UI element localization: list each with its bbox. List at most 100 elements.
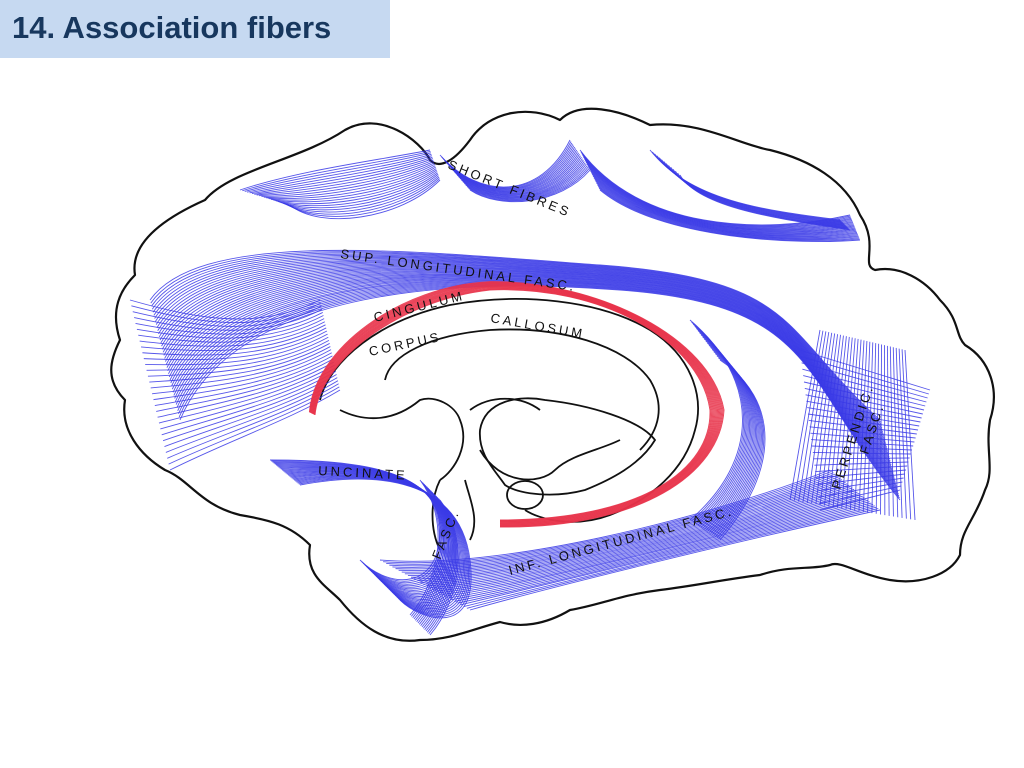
inf-longitudinal-fibre <box>469 509 881 611</box>
frontal-fan-fibre <box>136 315 324 339</box>
perpendicular-fibre <box>815 465 908 473</box>
uncinate-fibre <box>413 483 443 620</box>
frontal-fan-fibre <box>142 327 327 356</box>
uncinate-fibre <box>412 482 442 618</box>
inf-longitudinal-fibre <box>463 506 877 607</box>
frontal-fan-fibre <box>158 364 335 424</box>
short-fibre <box>239 149 431 191</box>
inf-longitudinal-fibre <box>411 483 848 578</box>
cingulum-fibre <box>309 281 724 527</box>
sup-longitudinal-fibre <box>161 267 889 454</box>
thalamus-outline <box>479 397 657 496</box>
frontal-fan-fibre <box>139 321 326 347</box>
lateral-ventricle-outline <box>384 328 660 451</box>
short-fibre <box>443 144 574 190</box>
perpendicular-fibre <box>812 451 911 455</box>
cingulum-tract <box>308 281 725 528</box>
short-fibre <box>465 165 588 200</box>
uncinate-fibre <box>421 491 451 628</box>
cingulum-fibre <box>314 288 712 522</box>
short-fibre <box>584 160 853 230</box>
perpendicular-fibre <box>798 331 827 502</box>
short-fibre <box>469 169 591 203</box>
short-fibre <box>275 171 438 207</box>
inf-longitudinal-fibre <box>457 504 874 604</box>
short-fibre <box>251 156 433 195</box>
frontal-fan-fibre <box>134 308 323 331</box>
short-fibre <box>590 170 856 234</box>
sup-longitudinal-fibre <box>165 271 892 464</box>
perpendicular-fibre <box>895 347 903 518</box>
inf-longitudinal-fibre <box>442 497 865 595</box>
perpendicular-fibre <box>818 481 903 498</box>
uncinate-fibre <box>290 473 462 607</box>
sup-longitudinal-fibre <box>169 275 894 474</box>
frontal-fan-fibre <box>156 358 334 412</box>
uncinate-fibre <box>289 472 461 605</box>
frontal-fan-fibre <box>138 318 325 343</box>
cingulum-fibre <box>310 283 722 526</box>
short-fibre <box>242 150 431 192</box>
short-fibre <box>282 175 439 213</box>
sup-longitudinal-fibre <box>162 267 890 456</box>
short-fibre <box>599 189 861 242</box>
sup-longitudinal-fibre <box>153 255 883 431</box>
label-callosum: CALLOSUM <box>489 310 586 341</box>
mammillary-body-outline <box>506 480 544 510</box>
uncinate-fibre <box>410 481 440 617</box>
sup-longitudinal-fibre <box>158 262 886 443</box>
uncinate-fibre <box>291 473 463 608</box>
perpendicular-fibre <box>789 329 821 501</box>
perpendicular-fibre <box>811 439 914 447</box>
short-fibre <box>679 174 851 231</box>
sup-longitudinal-fibre <box>151 253 882 427</box>
perpendicular-fibre <box>904 349 916 521</box>
frontal-fan-fibre <box>146 336 329 371</box>
inf-longitudinal-fibre <box>460 505 875 606</box>
uncinate-fibre <box>429 499 459 636</box>
perpendicular-fibre <box>806 332 833 503</box>
frontal-fan-fibre <box>143 330 328 361</box>
inf-longitudinal-fibre <box>454 502 872 602</box>
perpendicular-fibre <box>813 457 910 460</box>
sup-longitudinal-fibre <box>149 249 881 421</box>
short-fibre <box>586 163 854 231</box>
short-fibre <box>244 152 432 192</box>
short-fibre <box>589 168 855 234</box>
perpendicular-fibre <box>809 426 916 439</box>
sup-longitudinal-fibre <box>174 280 897 486</box>
inf-longitudinal-fibre <box>423 488 855 585</box>
perpendicular-fibre <box>807 407 920 427</box>
sup-longitudinal-fibre <box>170 276 895 476</box>
uncinate-fibre <box>409 479 439 616</box>
perpendicular-fibre <box>886 345 890 516</box>
frontal-fan-fibre <box>153 352 332 401</box>
perpendicular-fibre <box>867 342 874 513</box>
sup-longitudinal-fibre <box>168 274 894 472</box>
short-fibre <box>596 182 859 239</box>
perpendicular-fibre <box>804 387 923 415</box>
uncinate-fibre <box>420 490 450 626</box>
frontal-fan-fibre <box>147 339 330 377</box>
sup-longitudinal-fibre <box>155 259 885 437</box>
uncinate-fibre <box>417 487 447 624</box>
sup-longitudinal-fibre <box>164 270 891 462</box>
short-fibre <box>270 168 437 203</box>
perpendicular-fibre <box>802 368 927 403</box>
sup-longitudinal-fibre <box>151 252 882 425</box>
short-fibre <box>266 165 436 200</box>
sup-longitudinal-fibre <box>154 256 884 433</box>
short-fibre <box>448 148 577 192</box>
uncinate-fibre <box>281 468 453 596</box>
cingulum-fibre <box>308 281 725 528</box>
frontal-fan-fibre <box>154 355 333 406</box>
uncinate-fibre <box>418 489 448 625</box>
frontal-fan-fibre <box>150 346 331 389</box>
perpendicular-fibre <box>828 336 847 507</box>
uncinate-fibre <box>422 493 452 629</box>
short-fibre <box>593 177 858 237</box>
frontal-fan-fibre <box>168 386 340 465</box>
sup-longitudinal-fibre <box>150 251 881 423</box>
sup-longitudinal-fibre <box>164 269 891 460</box>
perpendicular-fibre <box>815 469 907 479</box>
